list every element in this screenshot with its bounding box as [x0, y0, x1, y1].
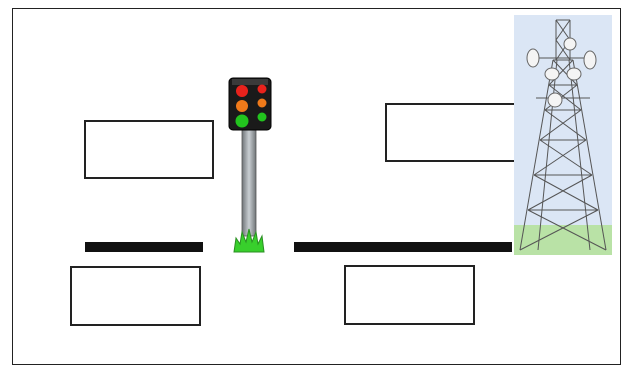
transmission-tower-icon [0, 0, 627, 369]
diagram-canvas [0, 0, 627, 369]
